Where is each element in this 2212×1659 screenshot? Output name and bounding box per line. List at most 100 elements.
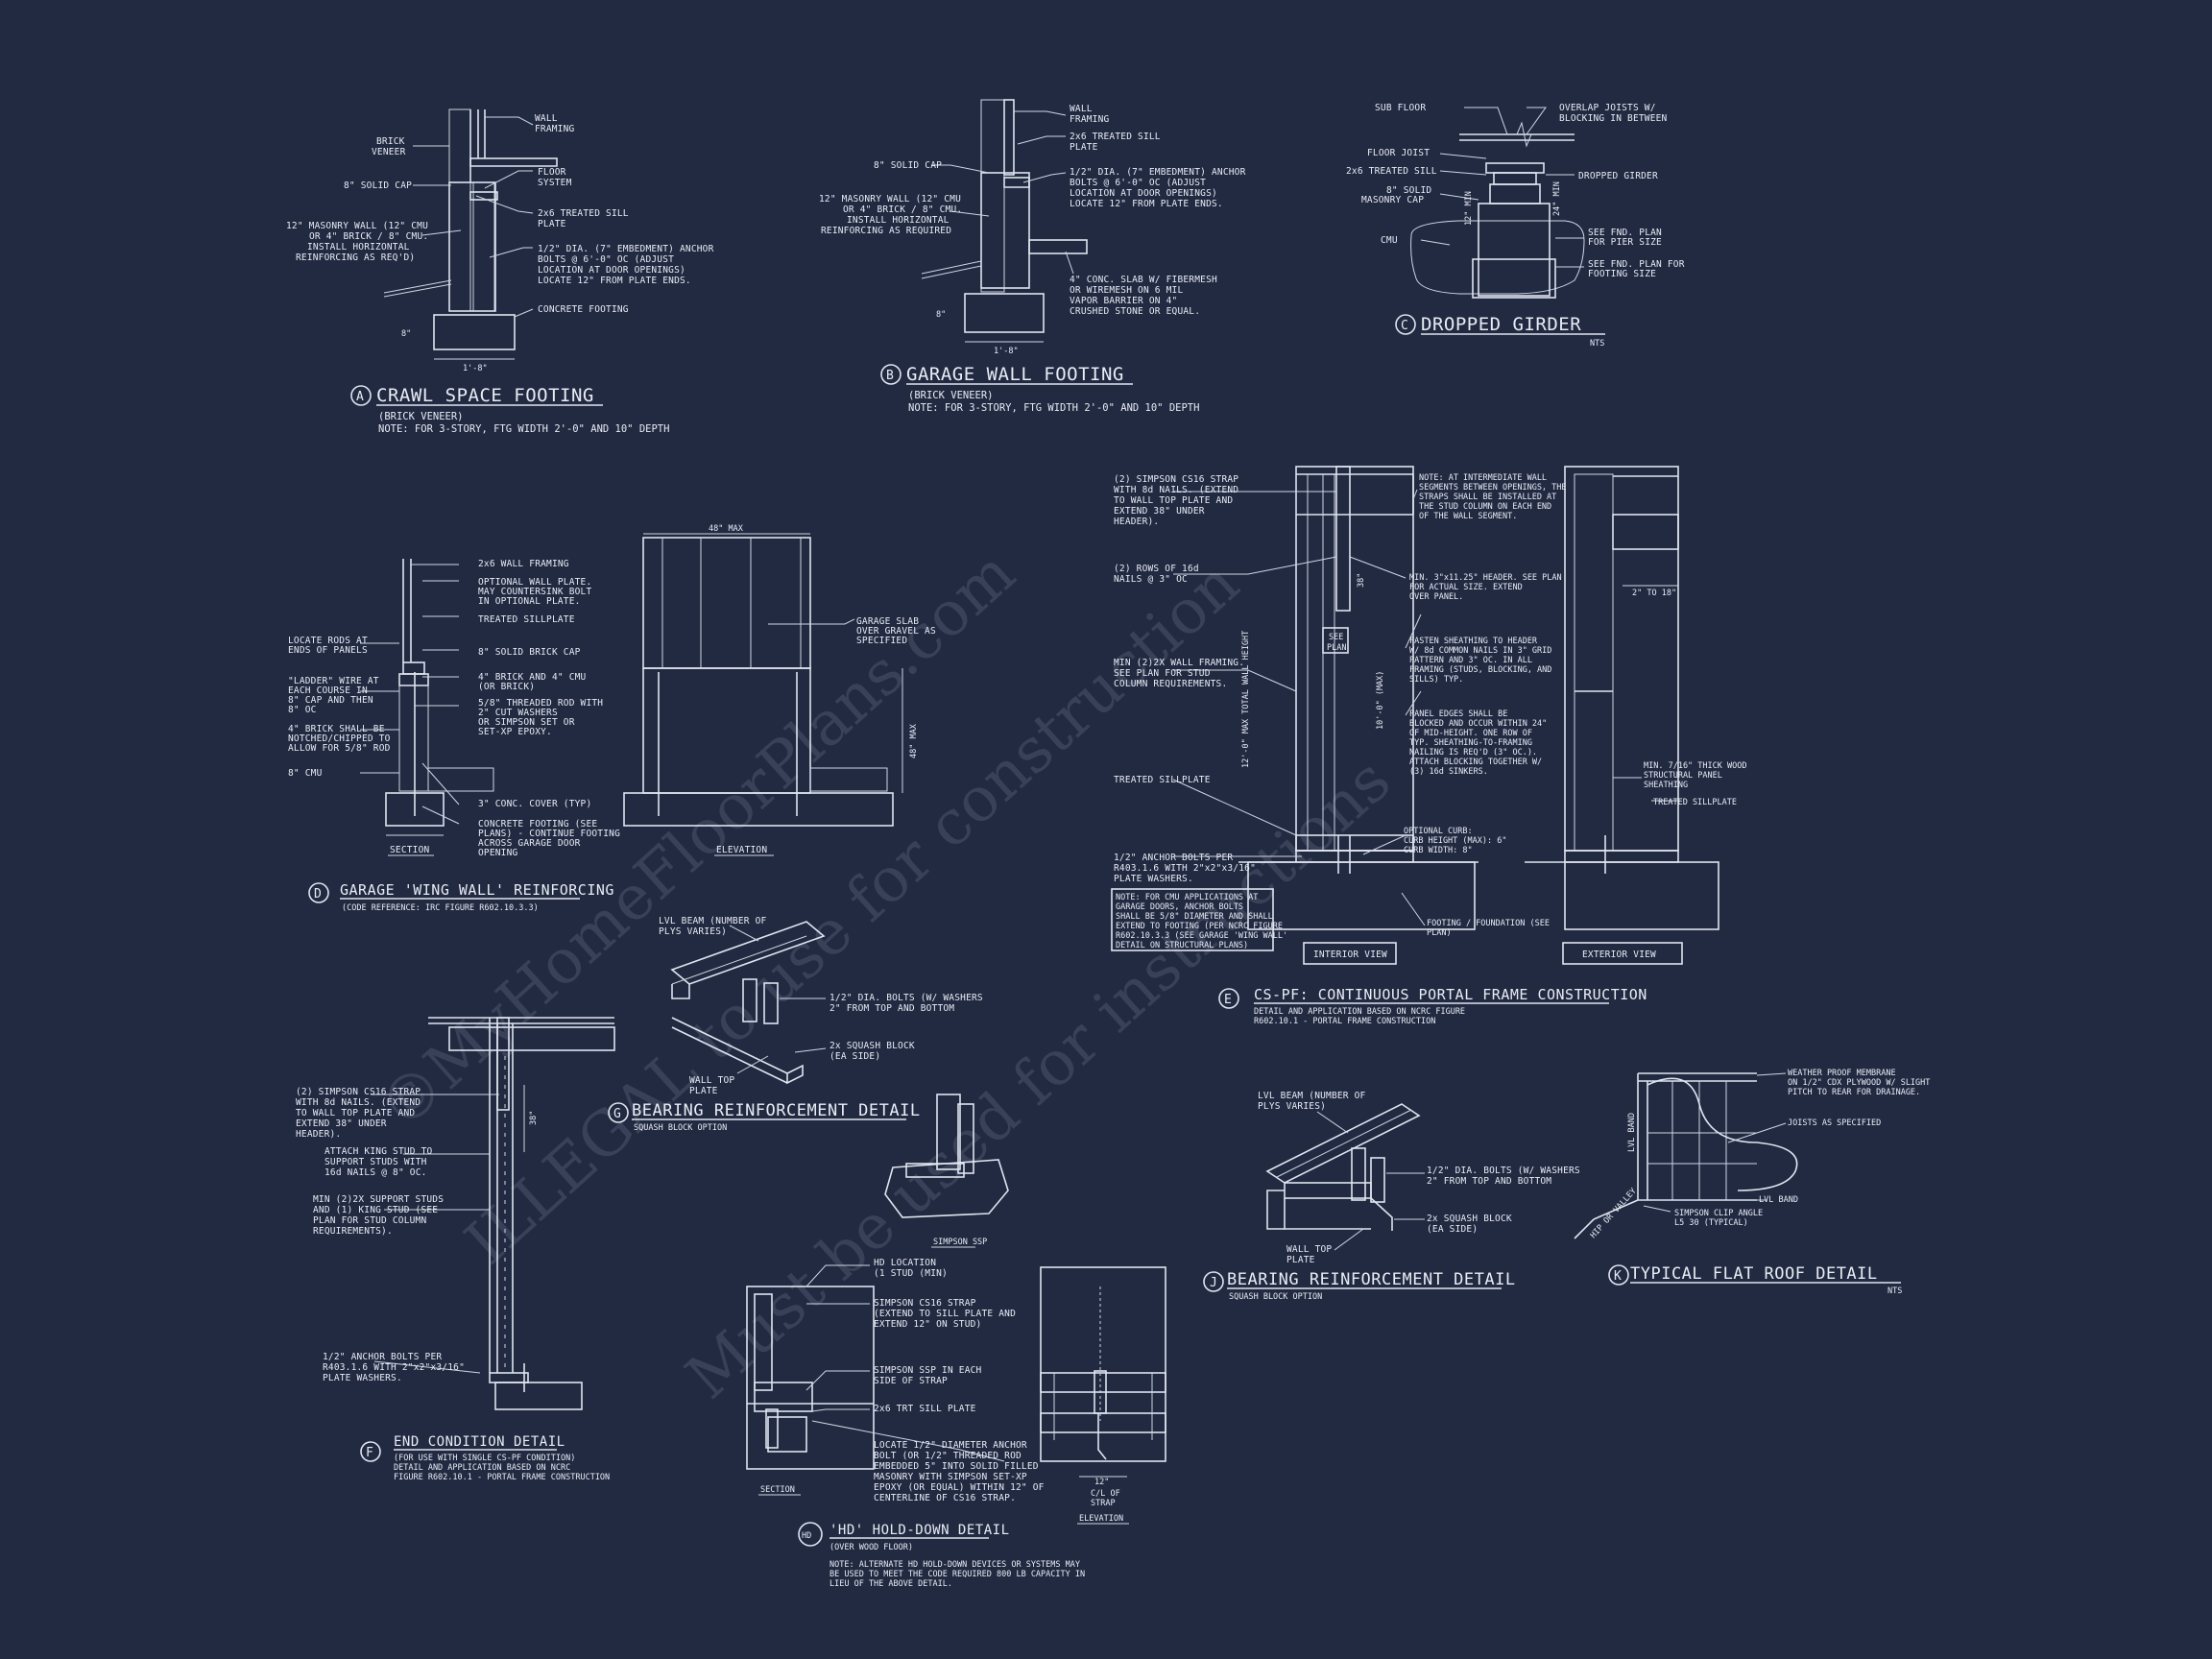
detail-f-sub1: (FOR USE WITH SINGLE CS-PF CONDITION) — [394, 1454, 575, 1463]
e-mid-16: TYP. SHEATHING-TO-FRAMING — [1409, 738, 1532, 748]
hd-label-0: HD LOCATION — [874, 1258, 936, 1268]
label-floor-joist: FLOOR JOIST — [1367, 148, 1430, 158]
detail-f-sub3: FIGURE R602.10.1 - PORTAL FRAME CONSTRUC… — [394, 1473, 610, 1482]
label-masonry-cap: MASONRY CAP — [1361, 195, 1424, 205]
detail-hd-bubble — [798, 1522, 823, 1547]
detail-k-flat-roof: WEATHER PROOF MEMBRANE ON 1/2" CDX PLYWO… — [1574, 1069, 1930, 1296]
label-sill: 2x6 TREATED SILL — [1346, 166, 1437, 177]
label-footing-2: FOOTING SIZE — [1588, 269, 1656, 279]
concrete-footing — [964, 293, 1045, 333]
wing-mid-10: OR SIMPSON SET OR — [478, 717, 575, 728]
detail-j-bubble — [1203, 1271, 1224, 1292]
f-label-5: ATTACH KING STUD TO — [325, 1146, 433, 1157]
wing-mid-14: PLANS) - CONTINUE FOOTING — [478, 829, 620, 839]
e-mid-22: CURB WIDTH: 8" — [1404, 846, 1473, 855]
detail-d-bubble — [308, 882, 329, 903]
wing-left-4: 8" CAP AND THEN — [288, 695, 373, 706]
detail-k-bubble — [1608, 1264, 1629, 1286]
k-label-3: JOISTS AS SPECIFIED — [1788, 1118, 1881, 1128]
hd-label-6: SIDE OF STRAP — [874, 1376, 948, 1386]
wing-left-5: 8" OC — [288, 705, 317, 715]
e-left-9: COLUMN REQUIREMENTS. — [1114, 679, 1227, 689]
cmu-note-5: DETAIL ON STRUCTURAL PLANS) — [1116, 941, 1248, 950]
wing-mid-15: ACROSS GARAGE DOOR — [478, 838, 581, 849]
dim-left: 12" MIN — [1464, 191, 1474, 226]
detail-hd-hold-down: HD LOCATION (1 STUD (MIN) SIMPSON CS16 S… — [746, 1258, 1166, 1589]
wing-right-2: SPECIFIED — [856, 636, 907, 646]
detail-b-title: GARAGE WALL FOOTING — [906, 364, 1124, 385]
label-overlap-1: OVERLAP JOISTS W/ — [1559, 103, 1656, 113]
dim-strap: 38" — [1357, 573, 1366, 588]
detail-a-bubble — [350, 385, 372, 406]
detail-e-letter: E — [1224, 993, 1232, 1007]
e-left-4: HEADER). — [1114, 517, 1159, 527]
e-left-7: MIN (2)2X WALL FRAMING. — [1114, 658, 1244, 668]
hd-cl: C/L OF — [1091, 1489, 1120, 1499]
detail-g-bubble — [608, 1102, 629, 1123]
exterior-view-label: EXTERIOR VIEW — [1582, 950, 1656, 960]
hd-label-10: EMBEDDED 5" INTO SOLID FILLED — [874, 1461, 1039, 1472]
detail-e-bubble — [1218, 988, 1239, 1009]
concrete-footing — [433, 314, 516, 350]
label-pier-1: SEE FND. PLAN — [1588, 228, 1662, 238]
label-masonry-2: OR 4" BRICK / 8" CMU. — [309, 231, 428, 242]
see-plan-2: PLAN — [1327, 643, 1346, 653]
f-label-13: R403.1.6 WITH 2"x2"x3/16" — [323, 1362, 465, 1373]
hd-label-7: 2x6 TRT SILL PLATE — [874, 1404, 976, 1414]
e-mid-1: SEGMENTS BETWEEN OPENINGS, THE — [1419, 483, 1567, 493]
f-label-11: REQUIREMENTS). — [313, 1226, 393, 1237]
wing-left-6: 4" BRICK SHALL BE — [288, 724, 385, 734]
f-label-9: AND (1) KING STUD (SEE — [313, 1205, 438, 1215]
e-mid-14: BLOCKED AND OCCUR WITHIN 24" — [1409, 719, 1547, 729]
detail-g-letter: G — [613, 1107, 621, 1121]
j-label-6: WALL TOP — [1286, 1244, 1332, 1255]
detail-f-letter: F — [366, 1446, 373, 1460]
j-label-3: 2" FROM TOP AND BOTTOM — [1427, 1176, 1551, 1187]
g-label-0: LVL BEAM (NUMBER OF — [659, 916, 767, 926]
label-plate: PLATE — [1070, 142, 1098, 153]
label-slab-4: CRUSHED STONE OR EQUAL. — [1070, 306, 1200, 317]
label-masonry-1: 12" MASONRY WALL (12" CMU — [819, 194, 961, 204]
k-label-8: LVL BAND — [1759, 1195, 1798, 1205]
detail-b-garage-wall-footing: 1'-8" 8" WALL FRAMING 2x6 TREATED SILL P… — [819, 99, 1245, 414]
e-mid-13: PANEL EDGES SHALL BE — [1409, 709, 1507, 719]
detail-j-title: BEARING REINFORCEMENT DETAIL — [1227, 1270, 1516, 1289]
label-anchor-4: LOCATE 12" FROM PLATE ENDS. — [1070, 199, 1223, 209]
detail-a-crawl-space-footing: 1'-8" 8" WALL FRAMING BRICK VENEER FLOOR… — [286, 108, 713, 435]
label-anchor-3: LOCATION AT DOOR OPENINGS) — [538, 265, 685, 276]
j-label-5: (EA SIDE) — [1427, 1224, 1478, 1235]
detail-a-letter: A — [356, 390, 364, 404]
hd-dim: 12" — [1094, 1478, 1109, 1487]
detail-a-subtitle: (BRICK VENEER) — [378, 411, 464, 422]
k-label-0: WEATHER PROOF MEMBRANE — [1788, 1069, 1896, 1078]
e-mid-20: OPTIONAL CURB: — [1404, 827, 1473, 836]
detail-b-bubble — [880, 364, 902, 385]
j-label-7: PLATE — [1286, 1255, 1315, 1265]
g-label-6: WALL TOP — [689, 1075, 734, 1086]
f-label-3: EXTEND 38" UNDER — [296, 1118, 387, 1129]
label-sill: 2x6 TREATED SILL — [538, 208, 629, 219]
label-system: SYSTEM — [538, 178, 572, 188]
detail-a-note: NOTE: FOR 3-STORY, FTG WIDTH 2'-0" AND 1… — [378, 423, 669, 435]
k-label-1: ON 1/2" CDX PLYWOOD W/ SLIGHT — [1788, 1078, 1930, 1088]
label-solid-cap: 8" SOLID CAP — [344, 180, 412, 191]
wing-mid-12: 3" CONC. COVER (TYP) — [478, 799, 591, 809]
label-sill: 2x6 TREATED SILL — [1070, 132, 1161, 142]
detail-hd-note2: BE USED TO MEET THE CODE REQUIRED 800 LB… — [830, 1570, 1085, 1579]
wing-mid-0: 2x6 WALL FRAMING — [478, 559, 569, 569]
detail-g-subtitle: SQUASH BLOCK OPTION — [634, 1123, 727, 1133]
detail-k-nts: NTS — [1887, 1286, 1902, 1296]
detail-a-title: CRAWL SPACE FOOTING — [376, 385, 594, 406]
f-label-12: 1/2" ANCHOR BOLTS PER — [323, 1352, 442, 1362]
k-label-4: LVL BAND — [1627, 1113, 1637, 1152]
watermark-line-3: Must be used for instructions — [673, 745, 1404, 1413]
e-mid-17: NAILING IS REQ'D (3" OC.). — [1409, 748, 1537, 757]
label-sub-floor: SUB FLOOR — [1375, 103, 1426, 113]
dim-right: 24" MIN — [1552, 181, 1562, 216]
hd-label-13: CENTERLINE OF CS16 STRAP. — [874, 1493, 1016, 1503]
e-mid-0: NOTE: AT INTERMEDIATE WALL — [1419, 473, 1547, 483]
e-left-3: EXTEND 38" UNDER — [1114, 506, 1205, 517]
wing-left-7: NOTCHED/CHIPPED TO — [288, 733, 391, 744]
g-label-2: 1/2" DIA. BOLTS (W/ WASHERS — [830, 993, 983, 1003]
e-left-5: (2) ROWS OF 16d — [1114, 564, 1199, 574]
